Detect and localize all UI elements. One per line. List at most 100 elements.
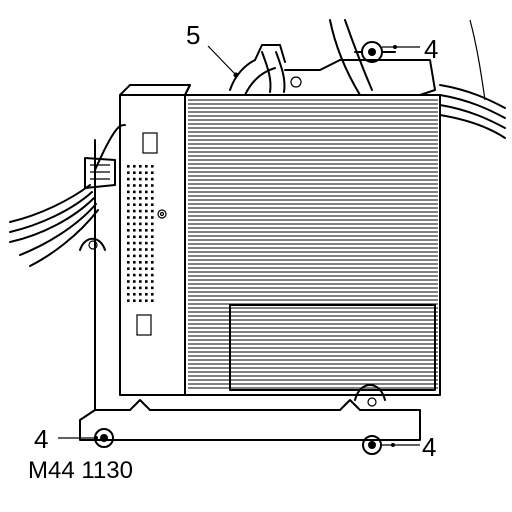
connector-pin bbox=[133, 171, 136, 174]
connector-pin bbox=[133, 248, 136, 251]
connector-pin bbox=[145, 165, 148, 168]
connector-pin bbox=[139, 216, 142, 219]
connector-pin bbox=[139, 280, 142, 283]
connector-pin bbox=[151, 197, 154, 200]
connector-pin bbox=[139, 197, 142, 200]
callout-4-bottom-left: 4 bbox=[34, 424, 48, 454]
connector-pin bbox=[127, 184, 130, 187]
ecu-module bbox=[119, 84, 441, 396]
connector-pin bbox=[145, 184, 148, 187]
connector-pin bbox=[139, 248, 142, 251]
connector-pin bbox=[133, 254, 136, 258]
connector-pin bbox=[139, 299, 142, 302]
connector-pin bbox=[127, 190, 130, 194]
connector-pin bbox=[133, 293, 136, 296]
connector-pin bbox=[151, 293, 154, 296]
callout-4-bottom-right: 4 bbox=[422, 432, 436, 462]
connector-pin bbox=[151, 222, 154, 226]
connector-pin bbox=[139, 222, 142, 226]
connector-pin bbox=[139, 177, 142, 181]
connector-pin bbox=[127, 273, 130, 277]
connector-pin bbox=[139, 229, 142, 232]
connector-pin bbox=[145, 280, 148, 283]
connector-pin bbox=[127, 222, 130, 226]
connector-pin bbox=[133, 209, 136, 213]
connector-pin bbox=[145, 261, 148, 264]
connector-pin bbox=[151, 254, 154, 258]
connector-pin bbox=[151, 286, 154, 290]
connector-pin bbox=[145, 216, 148, 219]
connector-pin bbox=[145, 203, 148, 206]
wiring-harness-left bbox=[9, 157, 116, 267]
connector-pin bbox=[133, 203, 136, 206]
connector-pin bbox=[133, 216, 136, 219]
connector-pin bbox=[139, 203, 142, 206]
connector-pin bbox=[151, 299, 154, 302]
connector-pin bbox=[151, 261, 154, 264]
connector-pin bbox=[145, 235, 148, 238]
connector-pin bbox=[133, 229, 136, 232]
callout-4-top-right: 4 bbox=[424, 34, 438, 64]
connector-pin bbox=[139, 190, 142, 194]
connector-pin bbox=[145, 197, 148, 200]
connector-pin bbox=[151, 209, 154, 213]
connector-pin bbox=[139, 184, 142, 187]
connector-pin bbox=[139, 209, 142, 213]
connector-pin bbox=[151, 241, 154, 245]
connector-pin bbox=[151, 280, 154, 283]
leader-lines bbox=[58, 45, 420, 447]
connector-pin bbox=[127, 254, 130, 258]
connector-pin bbox=[127, 248, 130, 251]
connector-pin bbox=[127, 267, 130, 270]
connector-pin bbox=[133, 280, 136, 283]
connector-pin bbox=[139, 165, 142, 168]
connector-pin bbox=[133, 241, 136, 245]
connector-pin bbox=[127, 280, 130, 283]
connector-pin bbox=[133, 184, 136, 187]
connector-pin bbox=[133, 267, 136, 270]
connector-pin bbox=[133, 190, 136, 194]
nut-bottom-right bbox=[362, 435, 382, 455]
connector-pin bbox=[127, 235, 130, 238]
connector-pin bbox=[127, 216, 130, 219]
cooling-fins bbox=[188, 99, 438, 389]
connector-pin bbox=[145, 241, 148, 245]
nut-top-right bbox=[354, 41, 396, 63]
connector-pin bbox=[145, 254, 148, 258]
connector-pin bbox=[139, 293, 142, 296]
connector-pin bbox=[145, 267, 148, 270]
connector-pin bbox=[127, 286, 130, 290]
figure-reference: M44 1130 bbox=[28, 457, 133, 484]
connector-pin bbox=[127, 197, 130, 200]
coolant-hose bbox=[229, 44, 341, 96]
connector-pin bbox=[133, 197, 136, 200]
connector-pin bbox=[145, 286, 148, 290]
connector-pin bbox=[151, 229, 154, 232]
connector-pin bbox=[127, 293, 130, 296]
connector-pin bbox=[127, 299, 130, 302]
connector-pin bbox=[145, 299, 148, 302]
connector-pin bbox=[127, 177, 130, 181]
connector-pin bbox=[151, 235, 154, 238]
connector-pin bbox=[145, 209, 148, 213]
connector-pin bbox=[127, 209, 130, 213]
connector-pin bbox=[145, 177, 148, 181]
connector-pin bbox=[127, 171, 130, 174]
connector-pin bbox=[133, 177, 136, 181]
connector-pin bbox=[145, 248, 148, 251]
connector-pin-grid bbox=[127, 165, 154, 302]
connector-pin bbox=[151, 184, 154, 187]
connector-pin bbox=[127, 165, 130, 168]
connector-pin bbox=[133, 299, 136, 302]
connector-pin bbox=[127, 261, 130, 264]
connector-pin bbox=[151, 248, 154, 251]
connector-pin bbox=[133, 286, 136, 290]
connector-pin bbox=[151, 267, 154, 270]
connector-pin bbox=[133, 235, 136, 238]
connector-pin bbox=[139, 267, 142, 270]
connector-pin bbox=[145, 229, 148, 232]
connector-pin bbox=[127, 241, 130, 245]
connector-pin bbox=[151, 216, 154, 219]
connector-pin bbox=[139, 241, 142, 245]
